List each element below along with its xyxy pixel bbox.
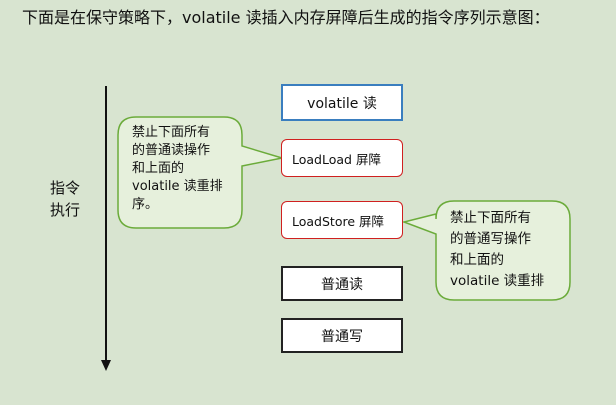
normal-write-label: 普通写 [321, 328, 363, 345]
loadload-callout-bubble [117, 116, 283, 229]
loadload-note-line: volatile 读重排 [132, 179, 223, 194]
loadstore-note-line: 的普通写操作 [450, 231, 531, 247]
loadstore-callout-bubble [401, 200, 571, 301]
loadstore-callout-text: 禁止下面所有 的普通写操作 和上面的 volatile 读重排 [450, 208, 544, 292]
loadstore-barrier-box: LoadStore 屏障 [281, 201, 403, 239]
loadload-note-line: 序。 [132, 197, 159, 212]
diagram-title: 下面是在保守策略下，volatile 读插入内存屏障后生成的指令序列示意图： [22, 8, 550, 27]
loadload-callout-text: 禁止下面所有 的普通读操作 和上面的 volatile 读重排 序。 [132, 124, 223, 214]
execution-axis-label: 指令 执行 [50, 177, 86, 221]
loadload-note-line: 禁止下面所有 [132, 125, 211, 140]
normal-read-box: 普通读 [281, 266, 403, 301]
loadload-barrier-box: LoadLoad 屏障 [281, 139, 403, 177]
loadstore-note-line: 和上面的 [450, 252, 504, 268]
axis-label-line2: 执行 [50, 201, 81, 219]
normal-read-label: 普通读 [321, 276, 363, 293]
loadload-note-line: 的普通读操作 [132, 143, 211, 158]
loadstore-note-line: 禁止下面所有 [450, 210, 531, 226]
loadload-note-line: 和上面的 [132, 161, 185, 176]
execution-arrowhead [101, 360, 111, 371]
normal-write-box: 普通写 [281, 318, 403, 353]
loadstore-note-line: volatile 读重排 [450, 273, 545, 289]
axis-label-line1: 指令 [50, 179, 81, 197]
volatile-read-box: volatile 读 [281, 84, 403, 121]
volatile-read-label: volatile 读 [307, 95, 377, 112]
loadload-barrier-label: LoadLoad 屏障 [292, 151, 381, 167]
loadstore-barrier-label: LoadStore 屏障 [292, 213, 384, 229]
